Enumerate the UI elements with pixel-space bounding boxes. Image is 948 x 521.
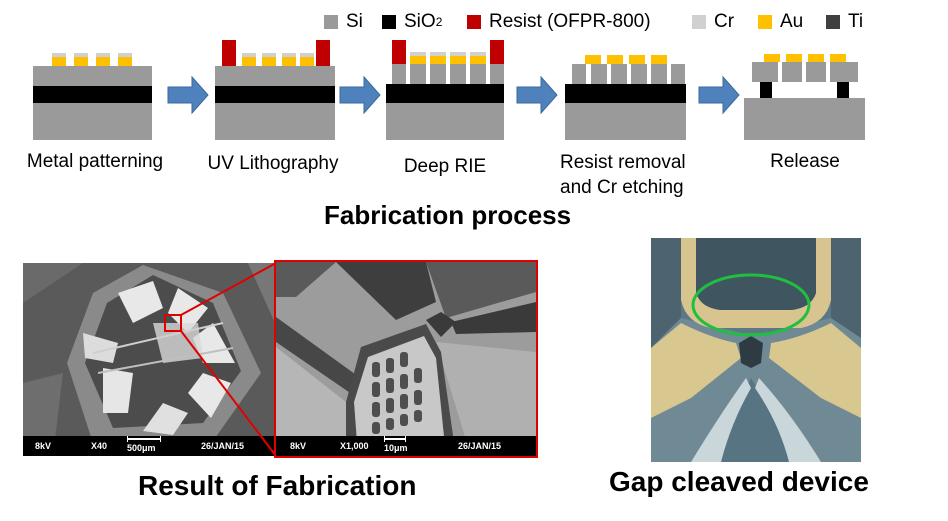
result-title: Result of Fabrication [138, 470, 417, 501]
optical-image-gap-device [651, 238, 861, 462]
process-diagram [33, 40, 865, 140]
step1-label: Metal patterning [26, 151, 164, 172]
sem-zoom-scale: 10μm [384, 443, 408, 453]
sem-zoom-info-bar: 8kV X1,000 10μm 26/JAN/15 [276, 436, 536, 456]
legend-item-resist: Resist (OFPR-800) [467, 10, 651, 34]
step5-cross-section [744, 54, 865, 140]
legend-swatch-sio2 [382, 15, 396, 29]
process-title: Fabrication process [324, 200, 572, 230]
legend-label-ti: Ti [848, 11, 864, 32]
legend-swatch-resist [467, 15, 481, 29]
legend-item-au: Au [758, 10, 803, 34]
legend-label-si: Si [346, 11, 363, 32]
legend-label-sio2: SiO [404, 11, 436, 32]
legend-item-ti: Ti [826, 10, 863, 34]
process-arrow-2 [339, 75, 381, 115]
sem-image-overview: 8kV X40 500μm 26/JAN/15 [23, 263, 275, 456]
legend-swatch-cr [692, 15, 706, 29]
legend-swatch-au [758, 15, 772, 29]
step3-cross-section [386, 40, 504, 140]
gap-title: Gap cleaved device [609, 466, 869, 497]
sem-zoom-kv: 8kV [290, 441, 307, 451]
process-arrow-1 [167, 75, 209, 115]
step4-cross-section [565, 55, 686, 140]
step2-cross-section [215, 40, 335, 140]
legend-label-au: Au [780, 11, 804, 32]
sem-overview-graphic [23, 263, 275, 456]
process-arrow-3 [516, 75, 558, 115]
legend-item-cr: Cr [692, 10, 734, 34]
step5-label: Release [770, 151, 840, 172]
sem-overview-kv: 8kV [35, 441, 52, 451]
step4-label-line1: Resist removal [560, 152, 686, 173]
sem-zoom-date: 26/JAN/15 [458, 441, 502, 451]
sem-zoom-graphic [276, 262, 536, 456]
legend-swatch-ti [826, 15, 840, 29]
step4-label-line2: and Cr etching [560, 177, 684, 198]
gap-highlight-circle [691, 273, 811, 337]
step1-cross-section [33, 53, 152, 140]
optical-gap-graphic [651, 238, 861, 462]
legend-label-sio2-sub: 2 [435, 15, 443, 29]
legend-item-si: Si [324, 10, 363, 34]
sem-overview-date: 26/JAN/15 [201, 441, 245, 451]
step3-label: Deep RIE [403, 156, 487, 177]
sem-image-zoom: 8kV X1,000 10μm 26/JAN/15 [274, 260, 538, 458]
sem-overview-info-bar: 8kV X40 500μm 26/JAN/15 [23, 436, 275, 456]
legend-swatch-si [324, 15, 338, 29]
sem-zoom-mag: X1,000 [340, 441, 369, 451]
legend-label-cr: Cr [714, 11, 735, 32]
step2-label: UV Lithography [207, 153, 339, 174]
zoom-region-box [164, 314, 182, 332]
process-arrow-4 [698, 75, 740, 115]
sem-overview-mag: X40 [91, 441, 108, 451]
step4-label: Resist removal and Cr etching [550, 150, 730, 200]
legend-label-resist: Resist (OFPR-800) [489, 11, 651, 32]
sem-overview-scale: 500μm [127, 443, 156, 453]
